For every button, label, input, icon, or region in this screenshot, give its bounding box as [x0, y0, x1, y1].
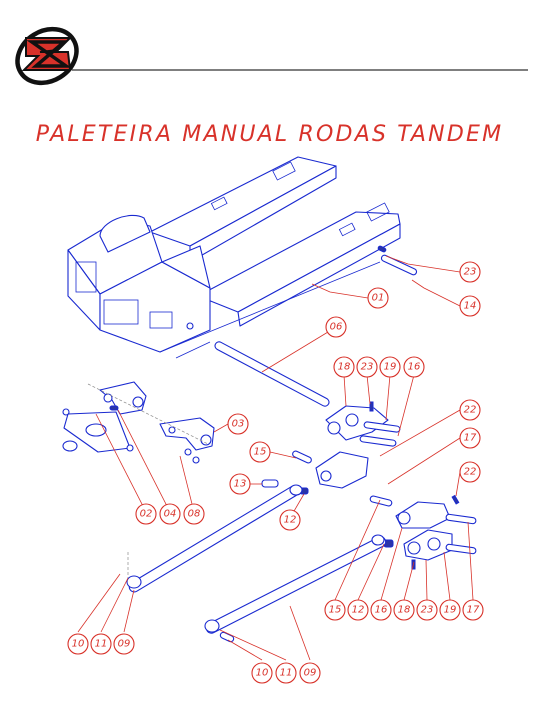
part-bracket-02	[62, 408, 134, 453]
callout-23-mid: 23	[356, 356, 378, 378]
part-roller-09-upper	[126, 484, 303, 593]
company-logo	[15, 26, 79, 86]
callout-15-lower: 15	[324, 599, 346, 621]
part-rocker-lower	[369, 494, 477, 570]
drawing-title: PALETEIRA MANUAL RODAS TANDEM	[35, 122, 504, 147]
callout-06: 06	[325, 316, 347, 338]
svg-text:09: 09	[304, 668, 317, 679]
svg-text:11: 11	[95, 639, 108, 650]
svg-text:03: 03	[232, 419, 245, 430]
callout-04: 04	[159, 503, 181, 525]
svg-text:19: 19	[384, 362, 397, 373]
svg-text:08: 08	[188, 509, 201, 520]
callout-09-left: 09	[113, 633, 135, 655]
callout-19-upper: 19	[379, 356, 401, 378]
callout-23-upper: 23	[459, 261, 481, 283]
callout-08: 08	[183, 503, 205, 525]
leader-lines	[77, 255, 474, 661]
callout-10-bottom: 10	[251, 662, 273, 684]
callout-16-lower: 16	[370, 599, 392, 621]
callout-22-lower: 22	[459, 461, 481, 483]
part-frame-01	[67, 156, 401, 359]
part-roller-09-lower	[204, 534, 387, 643]
callout-12-upper: 12	[279, 509, 301, 531]
svg-text:09: 09	[118, 639, 131, 650]
svg-text:12: 12	[352, 605, 365, 616]
svg-text:18: 18	[398, 605, 411, 616]
part-rocker-mid	[292, 450, 369, 489]
svg-text:22: 22	[464, 467, 477, 478]
part-link-04	[99, 381, 147, 415]
svg-text:16: 16	[375, 605, 388, 616]
svg-text:06: 06	[330, 322, 343, 333]
svg-text:18: 18	[338, 362, 351, 373]
svg-text:13: 13	[234, 479, 247, 490]
callout-14: 14	[459, 295, 481, 317]
svg-text:10: 10	[72, 639, 85, 650]
callout-11-left: 11	[90, 633, 112, 655]
svg-text:15: 15	[254, 447, 267, 458]
callout-18-upper: 18	[333, 356, 355, 378]
callout-09-bottom: 09	[299, 662, 321, 684]
callout-13: 13	[229, 473, 251, 495]
svg-text:15: 15	[329, 605, 342, 616]
callout-11-bottom: 11	[275, 662, 297, 684]
svg-text:14: 14	[464, 301, 477, 312]
callout-01: 01	[367, 287, 389, 309]
callout-02: 02	[135, 503, 157, 525]
callout-22-upper: 22	[459, 399, 481, 421]
svg-text:23: 23	[361, 362, 374, 373]
callout-15-upper: 15	[249, 441, 271, 463]
svg-text:11: 11	[280, 668, 293, 679]
svg-text:02: 02	[140, 509, 153, 520]
svg-text:10: 10	[256, 668, 269, 679]
svg-text:22: 22	[464, 405, 477, 416]
callout-18-lower: 18	[393, 599, 415, 621]
callout-23-lower: 23	[416, 599, 438, 621]
svg-text:12: 12	[284, 515, 297, 526]
part-link-03	[159, 417, 215, 464]
svg-text:16: 16	[408, 362, 421, 373]
svg-text:23: 23	[464, 267, 477, 278]
part-axle-06	[214, 341, 330, 407]
part-pin-14	[377, 245, 418, 276]
callout-16-upper: 16	[403, 356, 425, 378]
svg-text:01: 01	[372, 293, 385, 304]
callout-12-lower: 12	[347, 599, 369, 621]
part-axle-13-12	[261, 479, 309, 495]
callout-19-lower: 19	[439, 599, 461, 621]
svg-text:23: 23	[421, 605, 434, 616]
callout-17-upper: 17	[459, 427, 481, 449]
callout-17-lower: 17	[462, 599, 484, 621]
svg-text:17: 17	[467, 605, 480, 616]
svg-text:17: 17	[464, 433, 477, 444]
callout-10-left: 10	[67, 633, 89, 655]
callout-03: 03	[227, 413, 249, 435]
part-rocker-upper	[325, 401, 401, 447]
svg-text:19: 19	[444, 605, 457, 616]
svg-text:04: 04	[164, 509, 177, 520]
